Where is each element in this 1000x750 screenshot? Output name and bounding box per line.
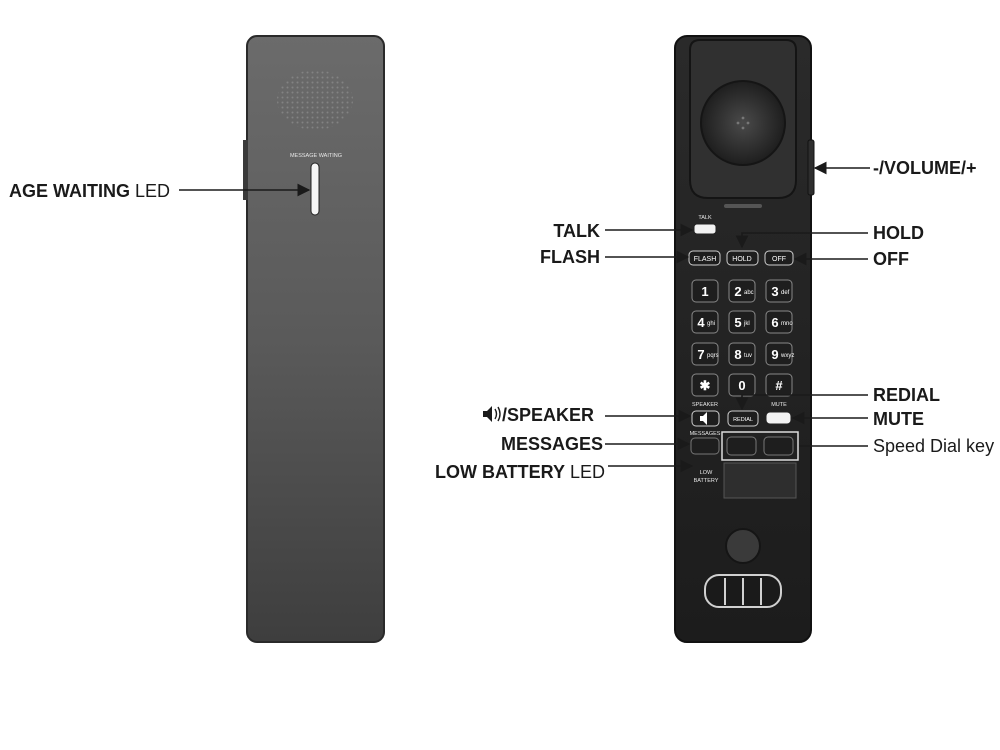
handset-back-body bbox=[246, 35, 385, 643]
earpiece-holes bbox=[736, 116, 750, 130]
key-digit: 8 bbox=[734, 347, 741, 362]
callout-mute: MUTE bbox=[873, 409, 924, 429]
key-letters: mno bbox=[781, 321, 793, 327]
key-10[interactable] bbox=[691, 373, 719, 397]
key-digit: 9 bbox=[771, 347, 778, 362]
key-digit: 3 bbox=[771, 284, 778, 299]
callout-low-battery: LOW BATTERY LED bbox=[435, 462, 605, 482]
message-waiting-caption: MESSAGE WAITING bbox=[290, 153, 342, 159]
low-battery-caption-1: LOW bbox=[700, 470, 713, 476]
hold-button[interactable] bbox=[726, 250, 759, 266]
speaker-icon bbox=[700, 412, 707, 425]
speed-dial-key-2[interactable] bbox=[763, 436, 794, 456]
hold-button-label: HOLD bbox=[732, 256, 751, 263]
key-letters: wxyz bbox=[780, 353, 794, 359]
handset-back: MESSAGE WAITING bbox=[243, 35, 385, 643]
earpiece-slot bbox=[724, 204, 762, 208]
side-button-left bbox=[243, 140, 248, 200]
callout-flash: FLASH bbox=[540, 247, 600, 267]
callout-speaker-waves bbox=[494, 406, 501, 422]
message-waiting-led bbox=[310, 162, 320, 216]
key-6[interactable] bbox=[765, 310, 793, 334]
redial-button[interactable] bbox=[727, 410, 759, 427]
off-button-label: OFF bbox=[772, 256, 786, 263]
flash-button-label: FLASH bbox=[694, 256, 717, 263]
callout-messages: MESSAGES bbox=[501, 434, 603, 454]
mute-caption: MUTE bbox=[771, 402, 787, 408]
talk-button[interactable] bbox=[693, 223, 717, 235]
earpiece-speaker bbox=[700, 80, 786, 166]
key-letters: tuv bbox=[744, 353, 752, 359]
key-digit: 7 bbox=[697, 347, 704, 362]
label-window bbox=[723, 462, 797, 499]
key-digit: 0 bbox=[738, 378, 745, 393]
callout-talk: TALK bbox=[553, 221, 600, 241]
key-digit: 1 bbox=[701, 284, 708, 299]
key-digit: ✱ bbox=[700, 378, 711, 393]
redial-button-label: REDIAL bbox=[733, 417, 753, 423]
key-3[interactable] bbox=[765, 279, 793, 303]
key-letters: abc bbox=[744, 290, 754, 296]
key-letters: def bbox=[781, 290, 790, 296]
callout-speed-dial: Speed Dial key bbox=[873, 436, 994, 456]
key-2[interactable] bbox=[728, 279, 756, 303]
earpiece-grille bbox=[277, 70, 353, 130]
key-letters: ghi bbox=[707, 321, 715, 327]
key-digit: 6 bbox=[771, 315, 778, 330]
callout-message-waiting-bold: AGE WAITING bbox=[9, 181, 130, 201]
key-4[interactable] bbox=[691, 310, 719, 334]
key-digit: # bbox=[775, 378, 783, 393]
key-5[interactable] bbox=[728, 310, 756, 334]
key-digit: 5 bbox=[734, 315, 741, 330]
key-1[interactable] bbox=[691, 279, 719, 303]
speaker-caption: SPEAKER bbox=[692, 402, 718, 408]
microphone bbox=[725, 528, 761, 564]
callout-low-battery-bold: LOW BATTERY bbox=[435, 462, 565, 482]
key-digit: 4 bbox=[697, 315, 705, 330]
key-9[interactable] bbox=[765, 342, 793, 366]
key-letters: pqrs bbox=[707, 353, 719, 359]
callout-off: OFF bbox=[873, 249, 909, 269]
talk-caption: TALK bbox=[698, 215, 712, 221]
callout-message-waiting-rest: LED bbox=[135, 181, 170, 201]
callout-volume: -/VOLUME/+ bbox=[873, 158, 977, 178]
leader-lines bbox=[179, 161, 870, 473]
speed-dial-bracket bbox=[721, 431, 799, 461]
key-8[interactable] bbox=[728, 342, 756, 366]
callout-speaker-icon bbox=[483, 406, 492, 422]
contact-dividers bbox=[724, 578, 762, 605]
key-letters: jkl bbox=[743, 321, 750, 327]
off-button[interactable] bbox=[764, 250, 794, 266]
mute-button[interactable] bbox=[765, 411, 792, 425]
key-7[interactable] bbox=[691, 342, 719, 366]
messages-button[interactable] bbox=[690, 437, 720, 455]
callout-speaker: /SPEAKER bbox=[502, 405, 594, 425]
callout-hold: HOLD bbox=[873, 223, 924, 243]
callout-message-waiting: AGE WAITING LED bbox=[9, 181, 170, 201]
messages-caption: MESSAGES bbox=[690, 431, 721, 437]
volume-rocker bbox=[807, 139, 815, 196]
key-12[interactable] bbox=[765, 373, 793, 397]
low-battery-caption-2: BATTERY bbox=[694, 478, 719, 484]
callout-redial: REDIAL bbox=[873, 385, 940, 405]
callout-low-battery-rest: LED bbox=[570, 462, 605, 482]
callout-speaker-group: /SPEAKER bbox=[483, 405, 594, 425]
key-digit: 2 bbox=[734, 284, 741, 299]
speed-dial-key-1[interactable] bbox=[726, 436, 757, 456]
